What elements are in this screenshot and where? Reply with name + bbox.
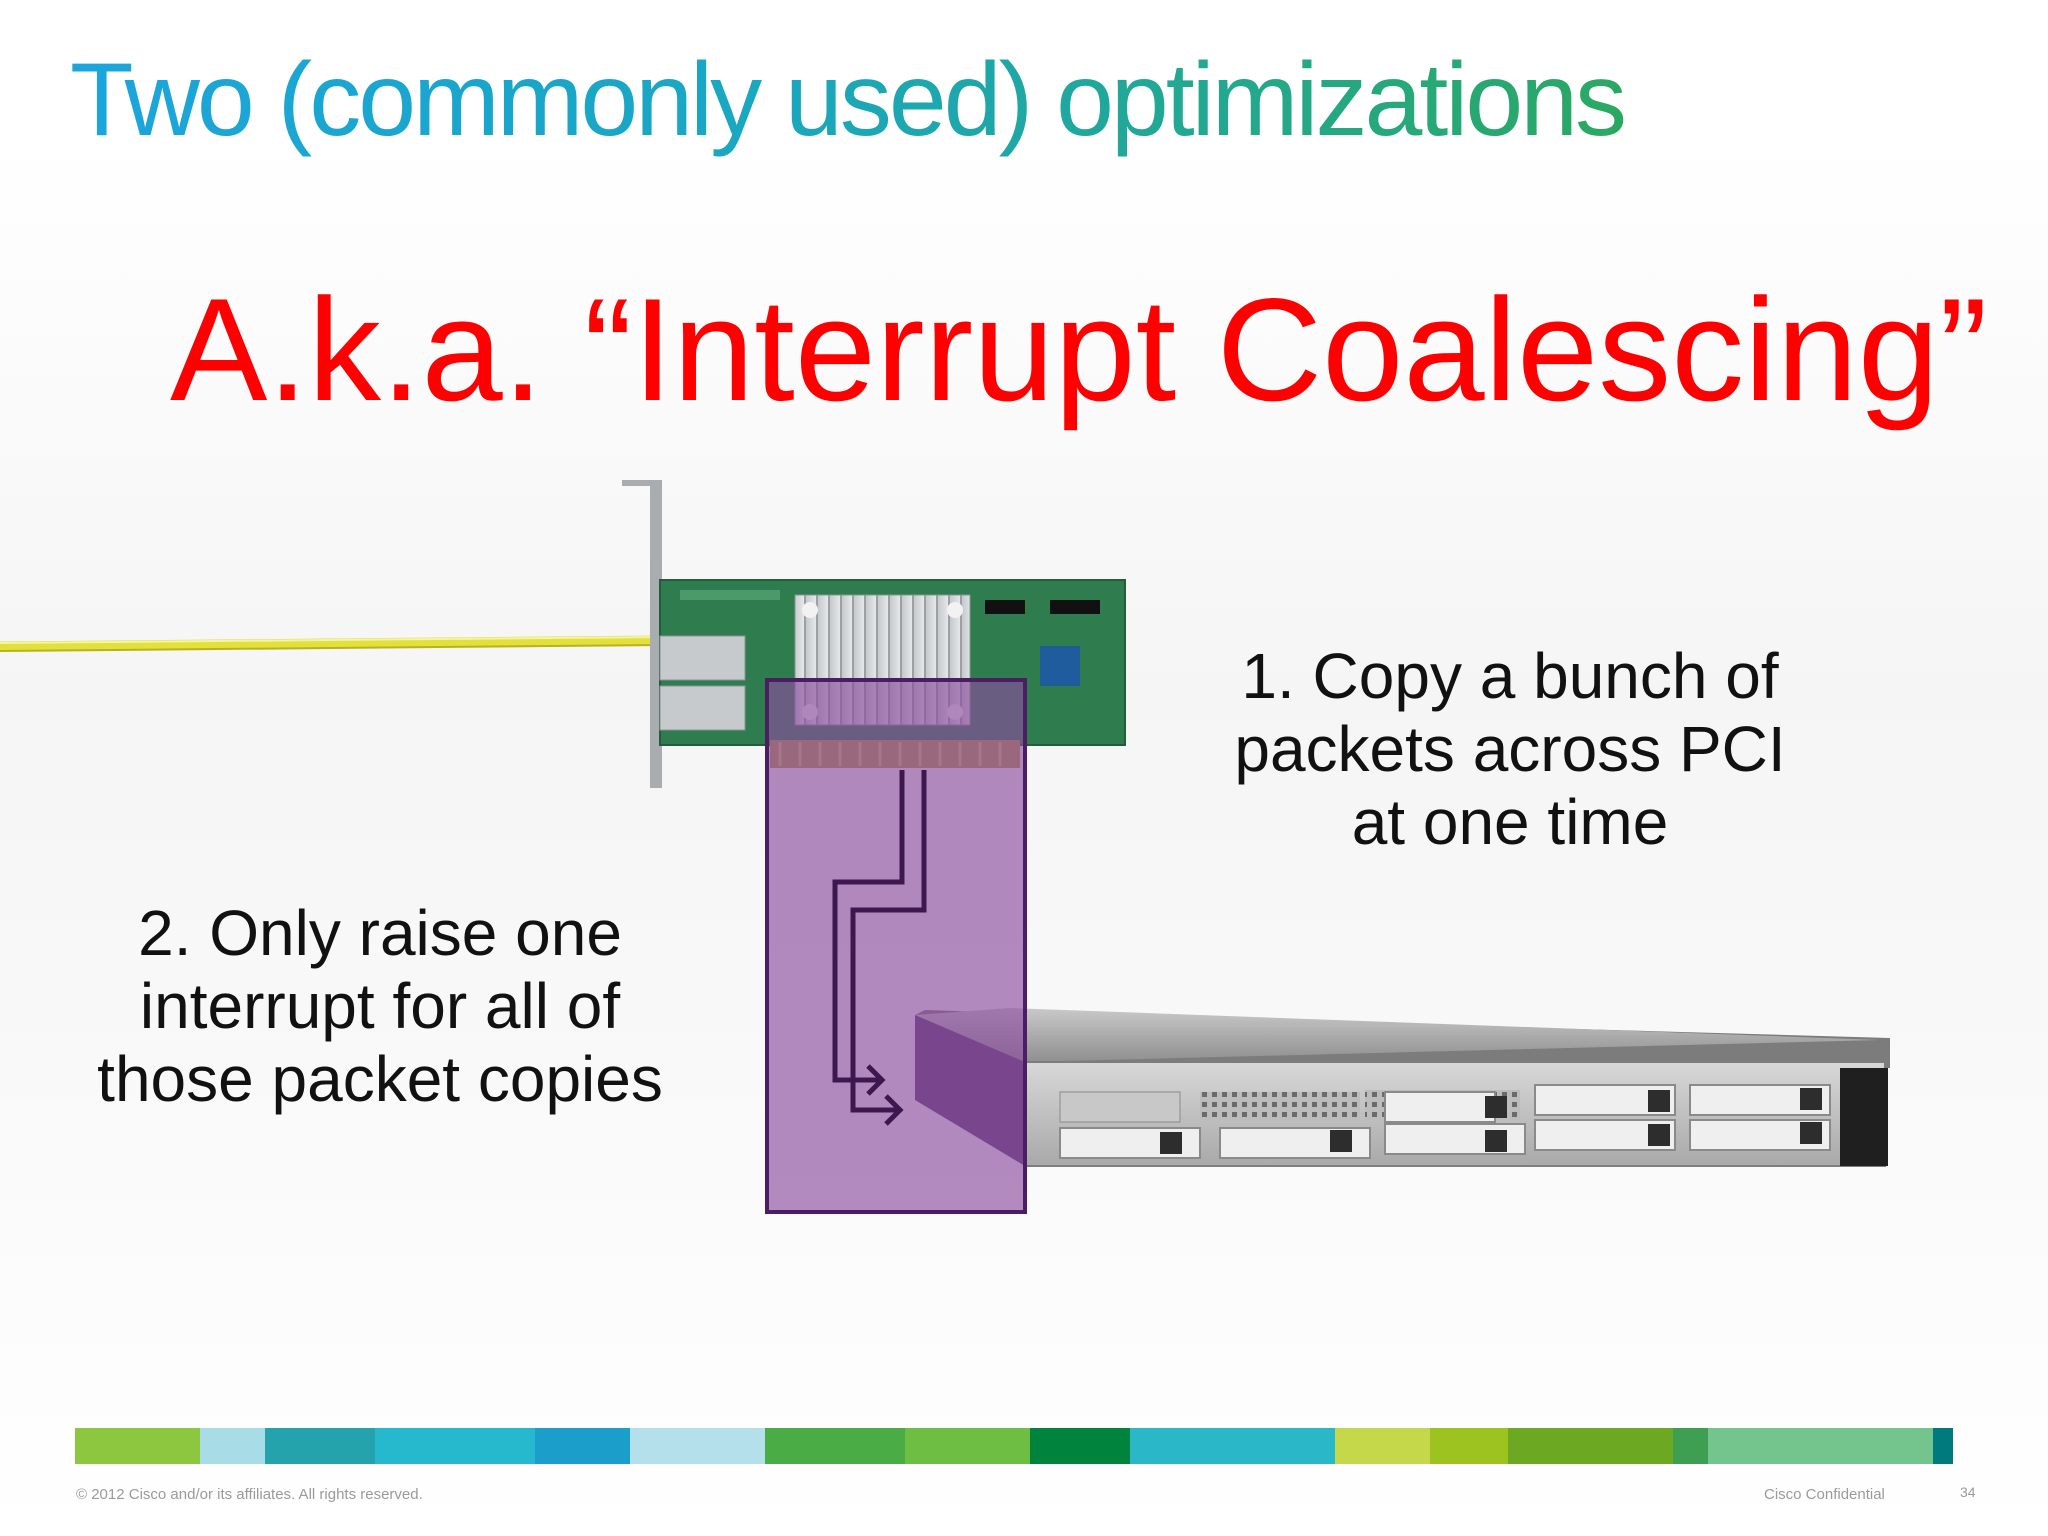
footer-color-bar [75,1428,1973,1464]
step-2-line-2: interrupt for all of [139,970,621,1042]
headline: A.k.a. “Interrupt Coalescing” [170,268,1988,431]
step-1-line-2: packets across PCI [1234,713,1786,785]
footer-bar-segment [1030,1428,1130,1464]
footer-bar-segment [1673,1428,1708,1464]
footer-bar-segment [75,1428,200,1464]
footer-bar-segment [1508,1428,1673,1464]
footer-bar-segment [535,1428,630,1464]
server-chassis-icon [915,1008,1890,1167]
interrupt-arrow-icon [832,770,927,1126]
step-1-text: 1. Copy a bunch of packets across PCI at… [1190,640,1830,859]
slide-title: Two (commonly used) optimizations [70,38,1627,163]
page-number: 34 [1960,1484,1976,1500]
copyright-text: © 2012 Cisco and/or its affiliates. All … [76,1486,423,1503]
footer-bar-segment [1933,1428,1953,1464]
step-1-line-1: 1. Copy a bunch of [1241,640,1779,712]
step-2-text: 2. Only raise one interrupt for all of t… [50,897,710,1116]
footer-bar-segment [630,1428,765,1464]
step-2-line-1: 2. Only raise one [138,897,622,969]
footer-bar-segment [1335,1428,1430,1464]
footer-bar-segment [375,1428,535,1464]
footer-bar-segment [765,1428,905,1464]
step-1-line-3: at one time [1351,786,1669,858]
footer-bar-segment [905,1428,1030,1464]
footer-bar-segment [1130,1428,1335,1464]
footer-bar-segment [1708,1428,1933,1464]
pci-highlight-icon [765,678,1027,1214]
footer-bar-segment [200,1428,265,1464]
fiber-cable-icon [0,635,661,652]
footer-bar-segment [265,1428,375,1464]
step-2-line-3: those packet copies [97,1043,663,1115]
footer-bar-segment [1430,1428,1508,1464]
confidential-label: Cisco Confidential [1764,1486,1885,1503]
